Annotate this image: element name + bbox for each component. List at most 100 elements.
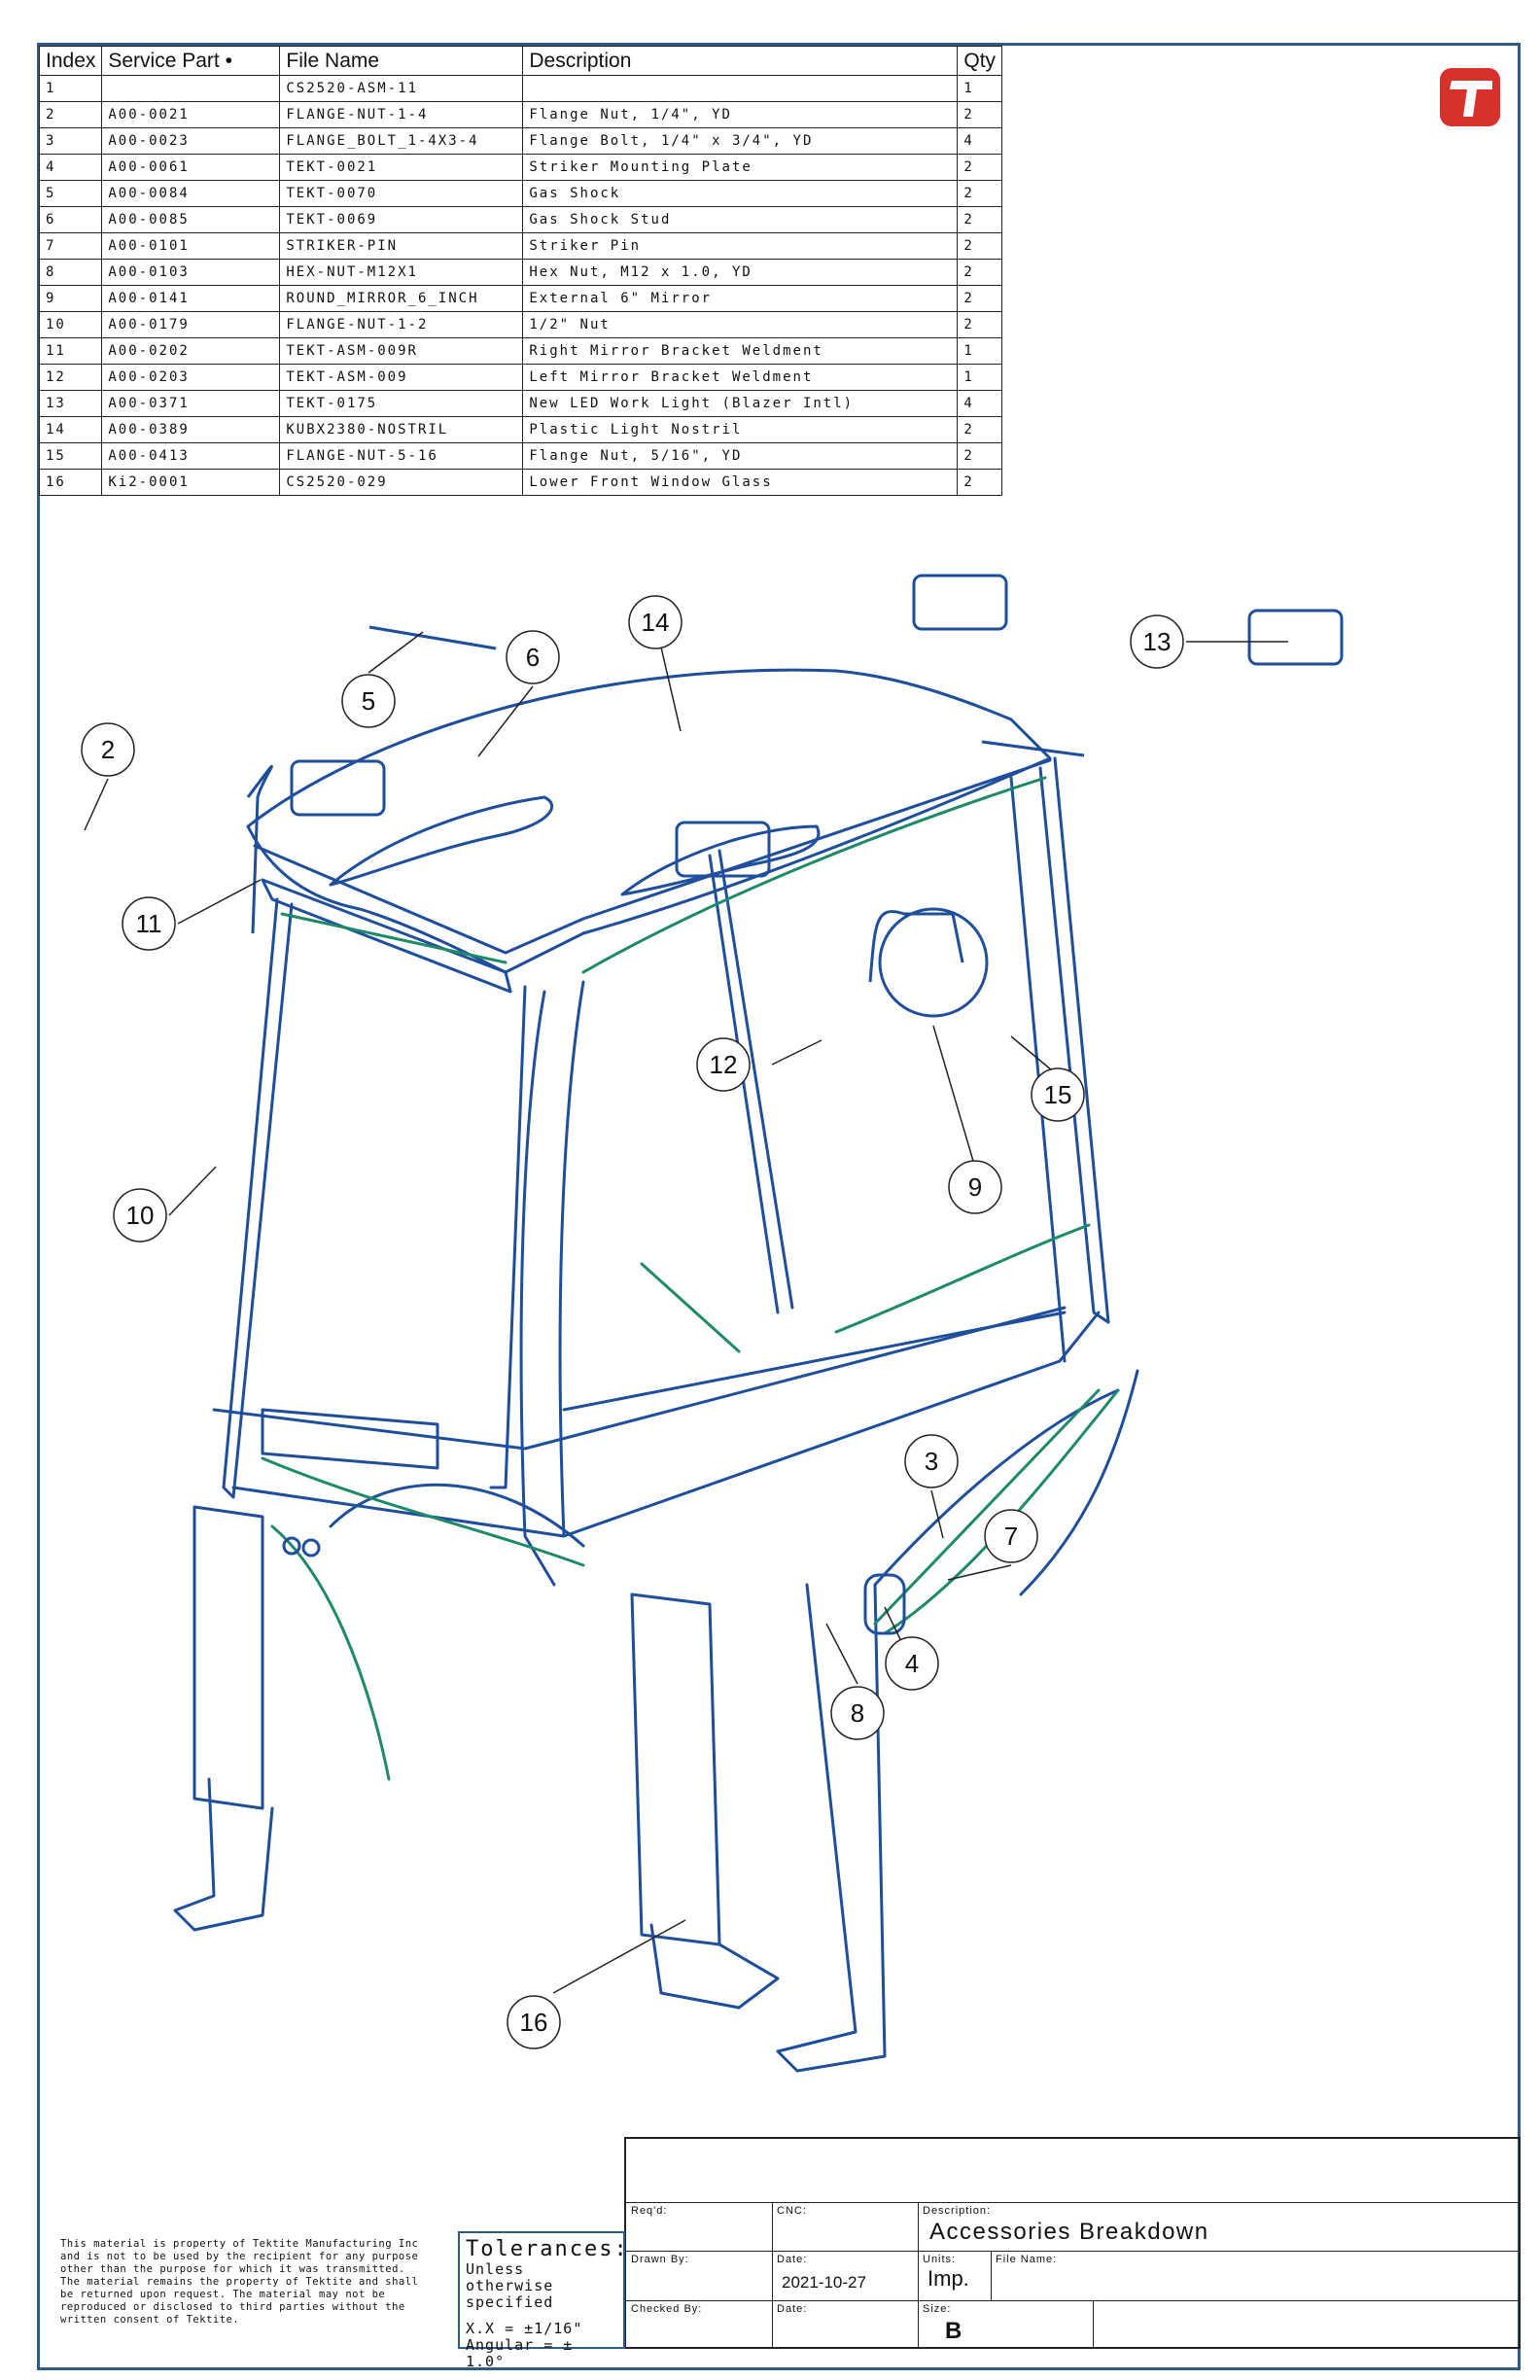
bom-cell-index: 10: [38, 311, 103, 338]
bom-header-row: Index Service Part • File Name Descripti…: [38, 46, 1003, 76]
bom-cell-service-part: A00-0101: [101, 232, 281, 260]
bom-cell-description: Striker Pin: [522, 232, 959, 260]
bom-cell-qty: 2: [957, 180, 1003, 207]
callout-balloon: [341, 674, 396, 728]
bom-cell-index: 7: [38, 232, 103, 260]
date-value: 2021-10-27: [782, 2273, 866, 2292]
date2-label: Date:: [777, 2303, 808, 2315]
bom-header-description: Description: [522, 46, 959, 76]
bom-cell-qty: 2: [957, 442, 1003, 470]
bom-cell-description: Flange Bolt, 1/4" x 3/4", YD: [522, 127, 959, 155]
bom-cell-qty: 2: [957, 311, 1003, 338]
units-label: Units:: [923, 2254, 957, 2265]
bom-cell-file-name: STRIKER-PIN: [279, 232, 524, 260]
callout-number: 7: [1004, 1522, 1018, 1551]
callout-number: 12: [710, 1050, 738, 1079]
bom-cell-file-name: CS2520-ASM-11: [279, 75, 524, 102]
callout-number: 15: [1044, 1080, 1072, 1109]
title-block: Req'd: CNC: Description: Accessories Bre…: [624, 2137, 1521, 2349]
size-label: Size:: [923, 2303, 952, 2315]
bom-cell-service-part: A00-0021: [101, 101, 281, 128]
bom-header-qty: Qty: [957, 46, 1003, 76]
size-value: B: [945, 2318, 962, 2344]
bom-cell-index: 8: [38, 259, 103, 286]
callout-balloon: [628, 595, 682, 649]
bom-header-index: Index: [38, 46, 103, 76]
tolerances-line-4: Angular = ± 1.0°: [466, 2336, 574, 2370]
bom-cell-file-name: FLANGE-NUT-1-4: [279, 101, 524, 128]
bill-of-materials-table: Index Service Part • File Name Descripti…: [38, 46, 1003, 496]
bom-cell-description: Left Mirror Bracket Weldment: [522, 364, 959, 391]
bom-cell-file-name: TEKT-0070: [279, 180, 524, 207]
bom-cell-qty: 2: [957, 259, 1003, 286]
callout-balloon: [696, 1037, 751, 1092]
bom-cell-index: 4: [38, 154, 103, 181]
description-value: Accessories Breakdown: [929, 2219, 1209, 2245]
bom-cell-qty: 1: [957, 364, 1003, 391]
bom-cell-service-part: A00-0084: [101, 180, 281, 207]
bom-cell-service-part: Ki2-0001: [101, 469, 281, 496]
bom-cell-index: 14: [38, 416, 103, 443]
bom-cell-qty: 2: [957, 154, 1003, 181]
callout-number: 11: [136, 909, 162, 938]
description-label: Description:: [923, 2205, 992, 2217]
bom-cell-qty: 2: [957, 101, 1003, 128]
callout-balloon: [1031, 1068, 1085, 1122]
reqd-label: Req'd:: [631, 2205, 668, 2217]
bom-cell-service-part: A00-0179: [101, 311, 281, 338]
callout-balloon: [830, 1686, 885, 1740]
bom-cell-description: 1/2" Nut: [522, 311, 959, 338]
bom-cell-file-name: FLANGE-NUT-1-2: [279, 311, 524, 338]
bom-cell-description: Flange Nut, 1/4", YD: [522, 101, 959, 128]
callout-number: 8: [851, 1698, 864, 1728]
bom-cell-qty: 2: [957, 469, 1003, 496]
tb-divider: [991, 2251, 992, 2300]
bom-cell-description: Hex Nut, M12 x 1.0, YD: [522, 259, 959, 286]
bom-cell-index: 16: [38, 469, 103, 496]
bom-cell-service-part: A00-0371: [101, 390, 281, 417]
callout-balloon: [81, 722, 135, 777]
bom-cell-index: 15: [38, 442, 103, 470]
callout-balloon: [885, 1636, 939, 1691]
units-value: Imp.: [928, 2266, 969, 2291]
callout-number: 5: [362, 686, 375, 716]
cnc-label: CNC:: [777, 2205, 807, 2217]
bom-cell-description: Gas Shock: [522, 180, 959, 207]
bom-cell-qty: 2: [957, 232, 1003, 260]
callout-number: 2: [101, 735, 115, 764]
bom-cell-qty: 2: [957, 416, 1003, 443]
tb-divider: [626, 2251, 1519, 2252]
callout-balloon: [506, 630, 560, 684]
bom-cell-description: [522, 75, 959, 102]
date-label: Date:: [777, 2254, 808, 2265]
tb-divider: [918, 2202, 919, 2349]
callout-balloon: [113, 1188, 167, 1242]
bom-cell-file-name: KUBX2380-NOSTRIL: [279, 416, 524, 443]
callout-number: 10: [126, 1201, 155, 1230]
drawing-frame: [37, 43, 1521, 2370]
bom-cell-description: Flange Nut, 5/16", YD: [522, 442, 959, 470]
bom-cell-description: Lower Front Window Glass: [522, 469, 959, 496]
tolerances-line-1: Unless otherwise: [466, 2260, 554, 2294]
bom-cell-service-part: A00-0413: [101, 442, 281, 470]
bom-cell-description: External 6" Mirror: [522, 285, 959, 312]
bom-cell-service-part: A00-0061: [101, 154, 281, 181]
tolerances-title: Tolerances:: [466, 2237, 629, 2261]
bom-cell-description: New LED Work Light (Blazer Intl): [522, 390, 959, 417]
callout-number: 9: [968, 1172, 982, 1202]
bom-cell-description: Plastic Light Nostril: [522, 416, 959, 443]
tb-divider: [626, 2300, 1519, 2301]
callout-number: 16: [520, 2008, 548, 2037]
bom-cell-service-part: A00-0103: [101, 259, 281, 286]
bom-cell-qty: 4: [957, 127, 1003, 155]
bom-cell-service-part: A00-0203: [101, 364, 281, 391]
